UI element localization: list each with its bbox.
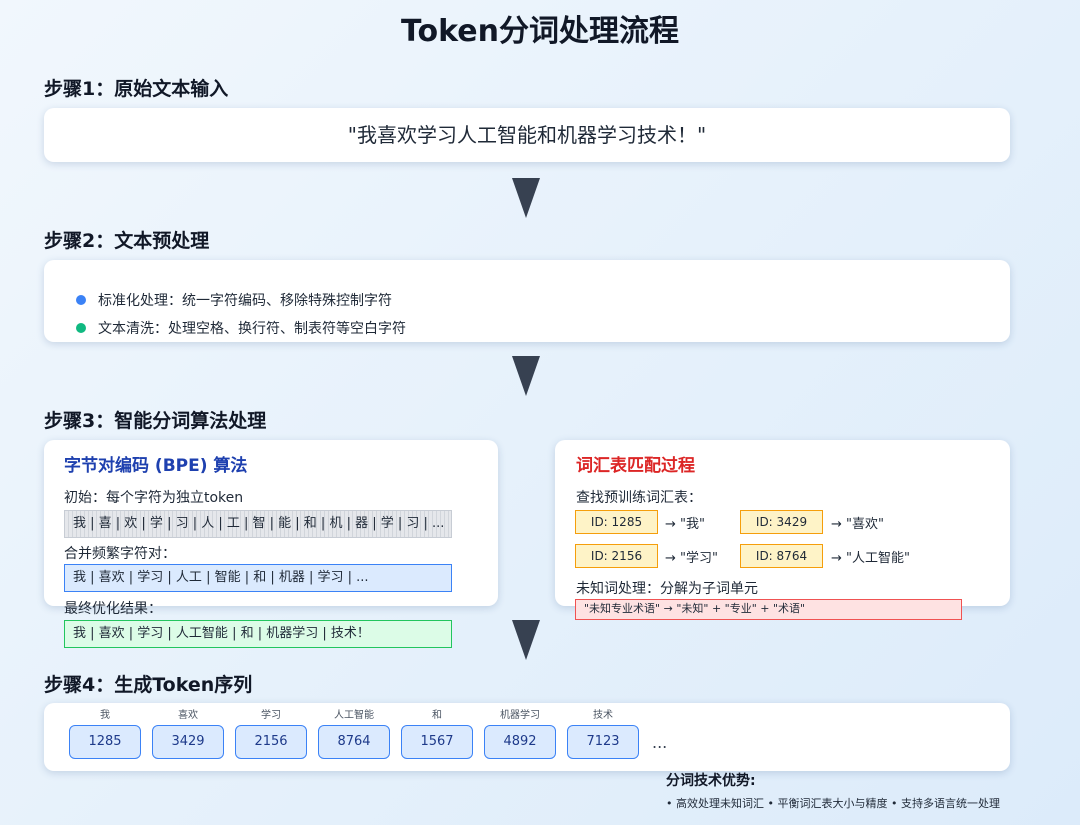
- token-id-box: 1285: [69, 725, 141, 759]
- token-id-box: 7123: [567, 725, 639, 759]
- vocab-word: → "喜欢": [831, 517, 884, 532]
- down-arrow-icon: [512, 620, 540, 660]
- vocab-id-box: ID: 8764: [740, 544, 823, 568]
- token-label: 人工智能: [334, 710, 374, 721]
- bullet-text: 文本清洗：处理空格、换行符、制表符等空白字符: [98, 321, 406, 337]
- bpe-merge-label: 合并频繁字符对：: [64, 546, 176, 562]
- input-text: "我喜欢学习人工智能和机器学习技术！": [347, 123, 707, 147]
- token-label: 技术: [593, 710, 613, 721]
- preprocess-card: 标准化处理：统一字符编码、移除特殊控制字符 文本清洗：处理空格、换行符、制表符等…: [44, 260, 1010, 342]
- bullet-dot-icon: [76, 295, 86, 305]
- page-title: Token分词处理流程: [401, 14, 679, 49]
- bpe-merge-sequence: 我 | 喜欢 | 学习 | 人工 | 智能 | 和 | 机器 | 学习 | ..…: [64, 564, 452, 592]
- bpe-initial-label: 初始：每个字符为独立token: [64, 490, 244, 506]
- vocab-word: → "人工智能": [831, 551, 910, 566]
- down-arrow-icon: [512, 178, 540, 218]
- step3-title: 步骤3：智能分词算法处理: [44, 410, 267, 432]
- bullet-item: 标准化处理：统一字符编码、移除特殊控制字符: [76, 290, 392, 310]
- token-id-box: 2156: [235, 725, 307, 759]
- vocab-lookup-label: 查找预训练词汇表：: [576, 490, 702, 506]
- bpe-final-label: 最终优化结果：: [64, 601, 162, 617]
- bpe-final-sequence: 我 | 喜欢 | 学习 | 人工智能 | 和 | 机器学习 | 技术！: [64, 620, 452, 648]
- vocab-title: 词汇表匹配过程: [576, 456, 695, 476]
- vocab-id-box: ID: 3429: [740, 510, 823, 534]
- advantages-text: • 高效处理未知词汇 • 平衡词汇表大小与精度 • 支持多语言统一处理: [666, 797, 1000, 810]
- step2-title: 步骤2：文本预处理: [44, 230, 210, 252]
- token-id-box: 8764: [318, 725, 390, 759]
- advantages-title: 分词技术优势:: [666, 773, 756, 789]
- token-label: 学习: [261, 710, 281, 721]
- bullet-dot-icon: [76, 323, 86, 333]
- token-label: 机器学习: [500, 710, 540, 721]
- bpe-title: 字节对编码 (BPE) 算法: [64, 456, 248, 476]
- vocab-word: → "我": [665, 517, 705, 532]
- token-id-box: 1567: [401, 725, 473, 759]
- token-label: 和: [432, 710, 442, 721]
- token-id-box: 3429: [152, 725, 224, 759]
- input-text-card: "我喜欢学习人工智能和机器学习技术！": [44, 108, 1010, 162]
- bullet-item: 文本清洗：处理空格、换行符、制表符等空白字符: [76, 318, 406, 338]
- bpe-initial-sequence: 我 | 喜 | 欢 | 学 | 习 | 人 | 工 | 智 | 能 | 和 | …: [64, 510, 452, 538]
- bullet-text: 标准化处理：统一字符编码、移除特殊控制字符: [98, 293, 392, 309]
- token-label: 我: [100, 710, 110, 721]
- token-ellipsis: ...: [652, 733, 668, 752]
- vocab-id-box: ID: 1285: [575, 510, 658, 534]
- vocab-unknown-label: 未知词处理：分解为子词单元: [576, 581, 758, 597]
- token-id-box: 4892: [484, 725, 556, 759]
- step1-title: 步骤1：原始文本输入: [44, 78, 229, 100]
- down-arrow-icon: [512, 356, 540, 396]
- step4-title: 步骤4：生成Token序列: [44, 674, 253, 696]
- vocab-unknown-example: "未知专业术语" → "未知" + "专业" + "术语": [575, 599, 962, 620]
- vocab-id-box: ID: 2156: [575, 544, 658, 568]
- token-label: 喜欢: [178, 710, 198, 721]
- vocab-word: → "学习": [665, 551, 718, 566]
